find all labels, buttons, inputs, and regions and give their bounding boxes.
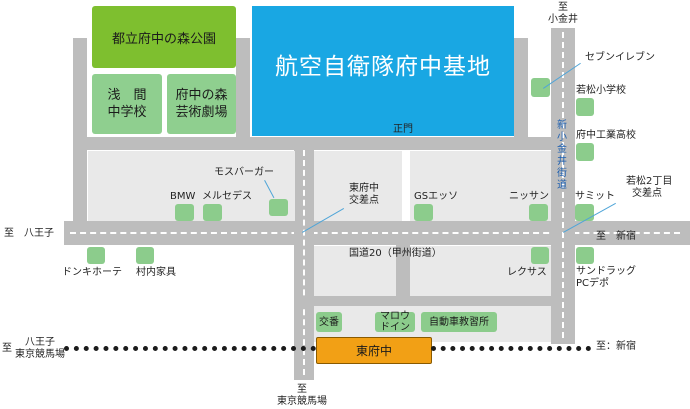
higashifuchu-intersection-label: 東府中交差点 [349,183,379,206]
central-road-centerline [303,150,305,375]
route20-label: 国道20（甲州街道） [349,248,442,259]
rail-west-to-label: 至 [2,343,12,354]
air-base-label: 航空自衛隊府中基地 [275,54,491,80]
city-block [410,246,551,296]
mos-burger-marker [269,199,288,216]
seven-eleven-marker [531,78,550,97]
north-spur-road [236,38,250,138]
south-east-west-road [300,296,555,306]
bmw-label: BMW [170,191,196,202]
nissan-label: ニッサン [509,191,549,202]
mercedes-label: メルセデス [202,191,252,202]
theater-label: 府中の森芸術劇場 [175,88,228,120]
rail-west-destination-label: 八王子東京競馬場 [15,337,65,360]
school-label: 浅 間中学校 [107,88,147,120]
lexus-label: レクサス [507,267,547,278]
sundrug-marker [576,247,594,264]
railway-west [64,346,316,351]
to-shinjuku-label: 至 新宿 [596,231,636,242]
air-base-box: 航空自衛隊府中基地 [252,6,514,136]
to-hachioji-label: 至 八王子 [4,228,54,239]
east-spur-road [514,38,528,138]
city-block [314,246,396,296]
gs-eneos-marker [414,204,433,221]
mos-burger-label: モスバーガー [214,167,274,178]
shinkoganei-street-label: 新小金井街道 [557,120,567,191]
shinkoganei-street-centerline [562,32,564,338]
fuchu-tech-hs-label: 府中工業高校 [576,130,636,141]
theater-box: 府中の森芸術劇場 [167,74,236,134]
station-box: 東府中 [316,337,432,364]
park-box: 都立府中の森公園 [92,6,236,68]
to-tokyo-racecourse-label: 至東京競馬場 [277,384,327,407]
west-vertical-road [73,38,87,222]
wakamatsu-school-marker [576,98,594,116]
donki-marker [87,247,105,264]
main-gate-label: 正門 [393,124,413,135]
muranouchi-label: 村内家具 [136,267,176,278]
park-label: 都立府中の森公園 [111,31,216,47]
gs-eneos-label: GSエッソ [414,191,459,202]
main-road-centerline [70,232,680,234]
school-box: 浅 間中学校 [92,74,162,134]
north-east-west-road [87,137,551,150]
seven-eleven-label: セブンイレブン [585,52,655,63]
wakamatsu-intersection-label: 若松2丁目交差点 [626,176,673,199]
rail-east-destination-label: 至：新宿 [596,341,636,352]
fuchu-tech-hs-marker [576,143,594,161]
muranouchi-marker [136,247,154,264]
mercedes-marker [203,204,222,221]
summit-marker [575,204,594,221]
driving-school-box: 自動車教習所 [421,312,497,332]
city-block [410,151,551,221]
station-label: 東府中 [355,344,392,358]
city-block [314,151,402,221]
wakamatsu-school-label: 若松小学校 [576,85,626,96]
marou-doin-box: マロウドイン [375,311,415,333]
donki-label: ドンキホーテ [62,267,122,278]
railway-east [431,346,591,351]
bmw-marker [175,204,194,221]
to-koganei-label: 至小金井 [548,2,578,25]
summit-label: サミット [575,191,615,202]
south-short-road [396,245,410,297]
lexus-marker [531,247,549,264]
nissan-marker [529,204,548,221]
koban-box: 交番 [316,312,342,332]
